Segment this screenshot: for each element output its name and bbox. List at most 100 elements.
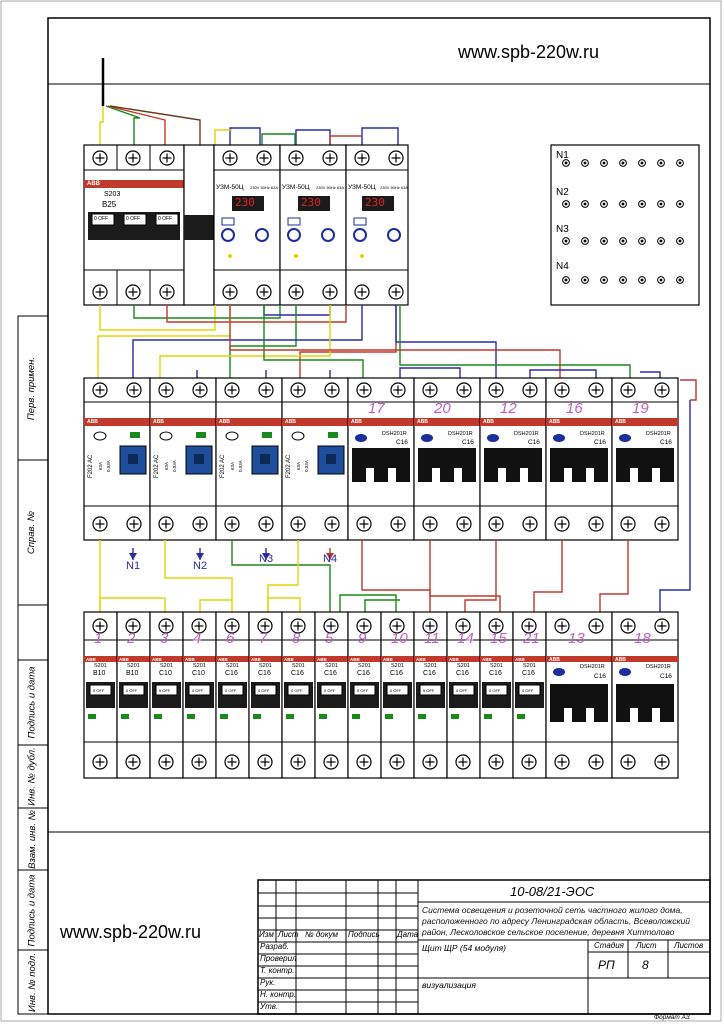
mcb-switch[interactable]: 0 OFF [456,688,468,693]
sheets-label: Листов [674,941,704,950]
circuit-number: 18 [634,630,651,647]
mcb-model: S201 [226,663,239,669]
sheet-subtitle: визуализация [422,980,476,990]
circuit-number: 7 [259,630,268,647]
difav-rating: C16 [594,673,606,680]
bottom-row [83,611,679,779]
mcb-switch[interactable]: 0 OFF [357,688,369,693]
rcd-model: F202 AC [220,454,226,478]
mcb-switch[interactable]: 0 OFF [423,688,435,693]
difav-model: DSH201R [646,431,671,437]
circuit-number: 1 [94,630,103,647]
doc-code: 10-08/21-ЭОС [510,884,595,899]
mcb-switch[interactable]: 0 OFF [258,688,270,693]
sheet-value: 8 [642,958,649,972]
brand-logo: ABB [350,657,360,662]
rcd-model: F202 AC [154,454,160,478]
neutral-bar-label: N1 [556,150,569,161]
brand-logo: ABB [383,657,393,662]
mcb-switch[interactable]: 0 OFF [93,688,105,693]
brand-logo: ABB [515,657,525,662]
brand-logo: ABB [549,419,560,425]
rcd-out-label: N1 [126,560,141,572]
mcb-rating: C16 [225,670,238,677]
row-label: Н. контр. [260,990,297,999]
row-label: Проверил [260,954,297,963]
mcb-switch[interactable]: 0 OFF [126,688,138,693]
brand-logo: ABB [483,419,494,425]
circuit-number: 8 [292,630,301,647]
mcb-model: S201 [292,663,305,669]
mcb-switch[interactable]: 0 OFF [324,688,336,693]
rcd-sensitivity: 0,03A [304,460,309,472]
mcb-rating: C16 [456,670,469,677]
mcb-rating: C16 [423,670,436,677]
side-label-vzam-inv: Взам. инв. № [26,809,38,869]
relay-spec: 230V 50Hz 63A [380,185,409,190]
mcb-switch[interactable]: 0 OFF [225,688,237,693]
brand-logo: ABB [417,419,428,425]
mcb-switch[interactable]: 0 OFF [489,688,501,693]
difav-model: DSH201R [646,664,671,670]
format-label: Формат А3 [654,1014,690,1021]
circuit-number: 3 [160,630,169,647]
neutral-bar-label: N2 [556,187,569,198]
circuit-number: 6 [226,630,235,647]
brand-logo: ABB [284,657,294,662]
mcb-switch[interactable]: 0 OFF [159,688,171,693]
col-list: Лист [278,930,299,939]
side-label-inv-podl: Инв. № подл. [26,952,38,1012]
difav-model: DSH201R [382,431,407,437]
mcb-model: S201 [325,663,338,669]
difav-rating: C16 [594,439,606,446]
mcb-rating: C16 [522,670,535,677]
mcb-rating: C16 [390,670,403,677]
brand-logo: ABB [218,657,228,662]
mcb-model: S201 [523,663,536,669]
mcb-switch[interactable]: 0 OFF [192,688,204,693]
title-block-grid [257,879,711,1015]
difav-model: DSH201R [580,664,605,670]
brand-logo: ABB [615,419,626,425]
brand-logo: ABB [86,657,96,662]
top-breaker-switch-2[interactable]: 0 OFF [126,216,141,222]
circuit-number: 2 [127,630,136,647]
brand-logo: ABB [549,657,560,663]
mcb-switch[interactable]: 0 OFF [291,688,303,693]
side-label-sign-date-2: Подпись и дата [26,874,38,946]
circuit-number: 16 [566,400,583,417]
difav-model: DSH201R [514,431,539,437]
brand-logo: ABB [219,419,230,425]
rcd-rating: 63A [230,461,235,470]
mcb-model: S201 [127,663,140,669]
stage-label: Стадия [594,941,624,950]
circuit-number: 19 [632,400,649,417]
mcb-switch[interactable]: 0 OFF [390,688,402,693]
neutral-bar-label: N4 [556,261,569,272]
mcb-switch[interactable]: 0 OFF [522,688,534,693]
site-url-top[interactable]: www.spb-220w.ru [458,42,600,62]
top-breaker-model: S203 [104,191,121,198]
circuit-number: 17 [368,400,385,417]
brand-logo: ABB [251,657,261,662]
relay-model: УЗМ-50Ц [216,184,244,191]
rcd-sensitivity: 0,03A [172,460,177,472]
mcb-model: S201 [424,663,437,669]
brand-logo: ABB [119,657,129,662]
site-url-bottom[interactable]: www.spb-220w.ru [60,922,202,942]
side-label-perv: Перв. примен. [26,356,38,420]
top-breaker-switch-3[interactable]: 0 OFF [158,216,173,222]
circuit-number: 15 [490,630,507,647]
rcd-sensitivity: 0,03A [238,460,243,472]
mcb-model: S201 [193,663,206,669]
top-breaker-switch-1[interactable]: 0 OFF [94,216,109,222]
rcd-out-label: N2 [193,560,208,572]
circuit-number: 4 [193,630,202,647]
difav-model: DSH201R [448,431,473,437]
sheet-title: Щит ЩР (54 модуля) [422,943,507,953]
brand-logo: ABB [317,657,327,662]
mcb-rating: C16 [489,670,502,677]
mcb-rating: C10 [159,670,172,677]
brand-logo: ABB [615,657,626,663]
